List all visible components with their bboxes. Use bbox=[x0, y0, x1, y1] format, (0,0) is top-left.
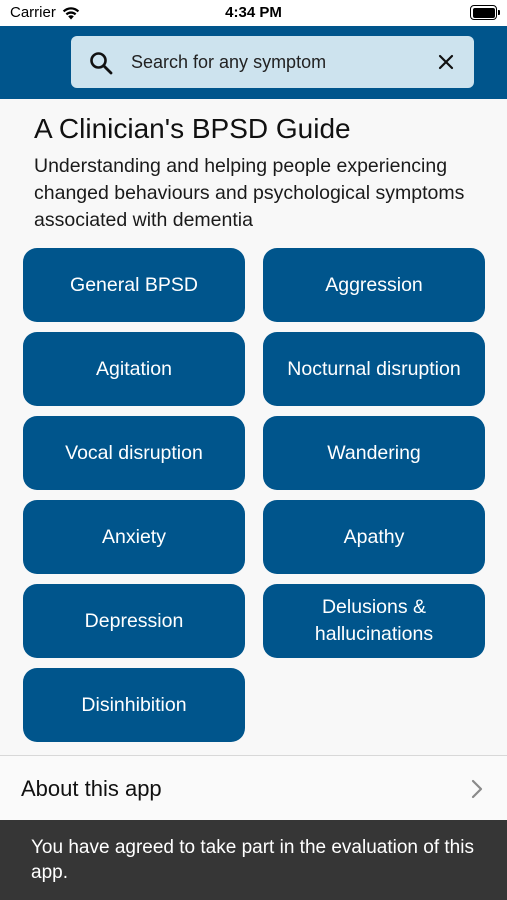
about-app-label: About this app bbox=[21, 776, 162, 801]
carrier-label: Carrier bbox=[10, 4, 56, 21]
evaluation-toast: You have agreed to take part in the eval… bbox=[0, 820, 507, 900]
battery-icon bbox=[470, 5, 500, 20]
search-input[interactable]: Search for any symptom bbox=[131, 52, 327, 72]
symptom-button-vocal-disruption[interactable]: Vocal disruption bbox=[23, 416, 245, 490]
symptom-button-nocturnal-disruption[interactable]: Nocturnal disruption bbox=[263, 332, 485, 406]
header-bar: Search for any symptom bbox=[0, 26, 507, 99]
close-icon[interactable] bbox=[438, 54, 454, 70]
symptom-button-aggression[interactable]: Aggression bbox=[263, 248, 485, 322]
status-time: 4:34 PM bbox=[225, 4, 282, 21]
search-icon bbox=[90, 52, 113, 75]
chevron-right-icon bbox=[471, 779, 483, 799]
status-left: Carrier bbox=[10, 4, 80, 21]
status-bar: Carrier 4:34 PM bbox=[0, 0, 507, 26]
symptom-button-general-bpsd[interactable]: General BPSD bbox=[23, 248, 245, 322]
about-app-row[interactable]: About this app bbox=[0, 756, 507, 820]
symptom-button-delusions-hallucinations[interactable]: Delusions & hallucinations bbox=[263, 584, 485, 658]
symptom-button-wandering[interactable]: Wandering bbox=[263, 416, 485, 490]
symptom-button-agitation[interactable]: Agitation bbox=[23, 332, 245, 406]
page-title: A Clinician's BPSD Guide bbox=[34, 113, 351, 144]
symptom-button-apathy[interactable]: Apathy bbox=[263, 500, 485, 574]
symptom-button-disinhibition[interactable]: Disinhibition bbox=[23, 668, 245, 742]
wifi-icon bbox=[62, 6, 80, 19]
divider bbox=[0, 755, 507, 756]
symptom-button-depression[interactable]: Depression bbox=[23, 584, 245, 658]
search-field[interactable]: Search for any symptom bbox=[71, 36, 474, 88]
toast-message: You have agreed to take part in the eval… bbox=[31, 837, 474, 883]
symptom-button-anxiety[interactable]: Anxiety bbox=[23, 500, 245, 574]
page-subtitle: Understanding and helping people experie… bbox=[34, 155, 465, 231]
